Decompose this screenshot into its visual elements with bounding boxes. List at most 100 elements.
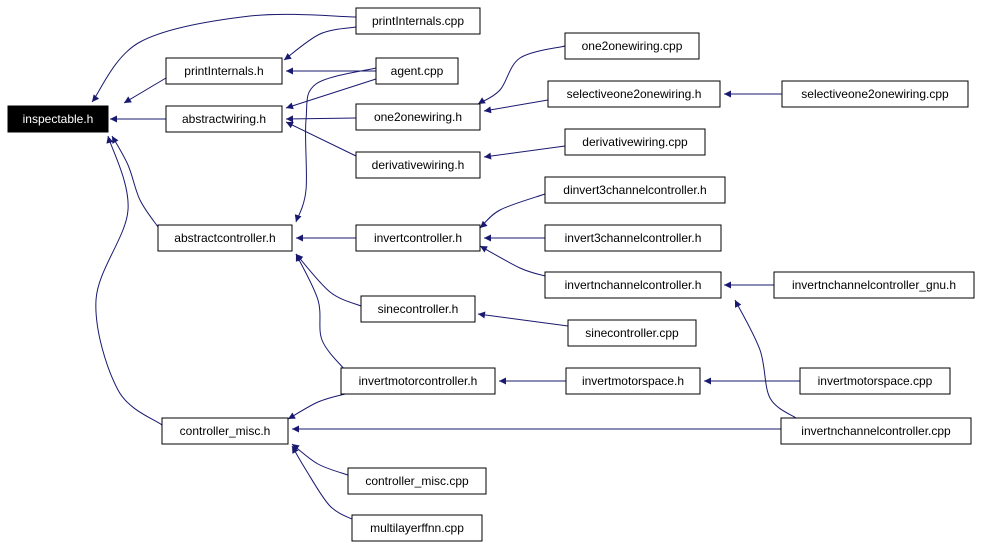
node-invertnchannelcontroller-h[interactable]: invertnchannelcontroller.h [544,271,722,299]
node-label: one2onewiring.h [374,110,462,124]
edge-one2onewiring-cpp-to-one2onewiring-h [477,45,566,105]
node-box [564,128,706,156]
node-invertmotorspace-cpp[interactable]: invertmotorspace.cpp [799,367,951,395]
node-label: invertnchannelcontroller.h [565,278,702,292]
node-label: multilayerffnn.cpp [370,521,464,535]
node-dinvert3channelcontroller-h[interactable]: dinvert3channelcontroller.h [544,176,726,204]
node-multilayerffnn-cpp[interactable]: multilayerffnn.cpp [351,514,483,542]
node-box [547,80,721,108]
node-invertnchannelcontroller-cpp[interactable]: invertnchannelcontroller.cpp [780,417,972,445]
node-controller-misc-h[interactable]: controller_misc.h [161,417,289,445]
edge-layer [91,13,800,521]
node-box [375,57,459,85]
node-label: invertmotorspace.h [582,374,684,388]
edge-sinecontroller-cpp-to-sinecontroller-h [477,311,569,327]
node-label: derivativewiring.h [372,158,465,172]
node-box [780,417,972,445]
edge-abstractcontroller-h-to-inspectable-h [111,135,159,228]
node-printinternals-cpp[interactable]: printInternals.cpp [355,7,481,35]
node-box [161,417,289,445]
node-box [544,224,722,252]
node-one2onewiring-cpp[interactable]: one2onewiring.cpp [564,32,700,60]
node-abstractwiring-h[interactable]: abstractwiring.h [165,105,283,133]
edge-invertmotorcontroller-h-to-abstractcontroller-h [295,253,346,371]
edge-printinternals-h-to-inspectable-h [123,77,167,104]
edge-dinvert3channelcontroller-h-to-invertcontroller-h [479,193,546,229]
node-box [567,319,697,347]
node-label: selectiveone2onewiring.cpp [801,87,949,101]
node-sinecontroller-cpp[interactable]: sinecontroller.cpp [567,319,697,347]
edge-sinecontroller-h-to-abstractcontroller-h [295,253,362,307]
node-sinecontroller-h[interactable]: sinecontroller.h [360,295,476,323]
edge-derivativewiring-cpp-to-derivativewiring-h [483,145,566,160]
node-label: abstractcontroller.h [174,231,275,245]
edge-controller-misc-cpp-to-controller-misc-h [291,443,349,476]
node-box [165,57,283,85]
edge-one2onewiring-h-to-abstractwiring-h [285,115,357,123]
node-invertmotorcontroller-h[interactable]: invertmotorcontroller.h [340,367,496,395]
node-abstractcontroller-h[interactable]: abstractcontroller.h [157,224,293,252]
node-box [781,80,969,108]
node-label: invertnchannelcontroller_gnu.h [792,278,956,292]
node-label: invertmotorspace.cpp [818,374,933,388]
node-label: selectiveone2onewiring.h [567,87,702,101]
node-invertcontroller-h[interactable]: invertcontroller.h [355,224,481,252]
node-label: dinvert3channelcontroller.h [563,183,706,197]
node-box [355,7,481,35]
node-label: controller_misc.cpp [365,474,469,488]
node-label: abstractwiring.h [182,112,266,126]
edge-invertmotorcontroller-h-to-controller-misc-h [287,393,346,420]
node-box [565,367,701,395]
edge-agent-cpp-to-abstractcontroller-h [294,67,377,223]
node-box [564,32,700,60]
node-controller-misc-cpp[interactable]: controller_misc.cpp [347,467,487,495]
node-box [544,176,726,204]
node-box [351,514,483,542]
node-label: invertcontroller.h [374,231,462,245]
node-box [157,224,293,252]
edge-printinternals-cpp-to-inspectable-h [91,13,357,103]
node-box [799,367,951,395]
edge-invertnchannelcontroller-cpp-to-invertnchannelcontroller-h [734,299,797,419]
node-label: inspectable.h [23,112,94,126]
edge-agent-cpp-to-abstractwiring-h [285,78,377,110]
edge-selectiveone2onewiring-h-to-one2onewiring-h [483,99,549,114]
node-agent-cpp[interactable]: agent.cpp [375,57,459,85]
node-label: invertnchannelcontroller.cpp [801,424,951,438]
node-label: printInternals.h [184,64,263,78]
node-label: derivativewiring.cpp [582,135,688,149]
edge-derivativewiring-h-to-abstractwiring-h [285,121,357,157]
node-label: invert3channelcontroller.h [565,231,702,245]
node-inspectable-h[interactable]: inspectable.h [7,105,109,133]
node-box [340,367,496,395]
node-label: agent.cpp [391,64,444,78]
node-label: invertmotorcontroller.h [359,374,478,388]
node-one2onewiring-h[interactable]: one2onewiring.h [355,103,481,131]
node-label: printInternals.cpp [372,14,464,28]
edge-multilayerffnn-cpp-to-controller-misc-h [291,445,355,521]
node-label: sinecontroller.h [378,302,459,316]
edge-controller-misc-h-to-inspectable-h [95,135,163,426]
node-label: controller_misc.h [180,424,271,438]
node-box [360,295,476,323]
node-box [773,271,975,299]
node-selectiveone2onewiring-h[interactable]: selectiveone2onewiring.h [547,80,721,108]
node-box [347,467,487,495]
node-box [7,105,109,133]
node-selectiveone2onewiring-cpp[interactable]: selectiveone2onewiring.cpp [781,80,969,108]
node-label: one2onewiring.cpp [582,39,683,53]
node-box [165,105,283,133]
node-printinternals-h[interactable]: printInternals.h [165,57,283,85]
node-box [355,224,481,252]
node-derivativewiring-h[interactable]: derivativewiring.h [355,151,481,179]
node-box [355,103,481,131]
edge-printinternals-cpp-to-printinternals-h [283,26,357,61]
node-box [355,151,481,179]
node-derivativewiring-cpp[interactable]: derivativewiring.cpp [564,128,706,156]
node-invert3channelcontroller-h[interactable]: invert3channelcontroller.h [544,224,722,252]
node-layer: inspectable.h printInternals.cpp printInte… [7,7,975,542]
node-invertnchannelcontroller-gnu-h[interactable]: invertnchannelcontroller_gnu.h [773,271,975,299]
node-invertmotorspace-h[interactable]: invertmotorspace.h [565,367,701,395]
node-label: sinecontroller.cpp [585,326,679,340]
